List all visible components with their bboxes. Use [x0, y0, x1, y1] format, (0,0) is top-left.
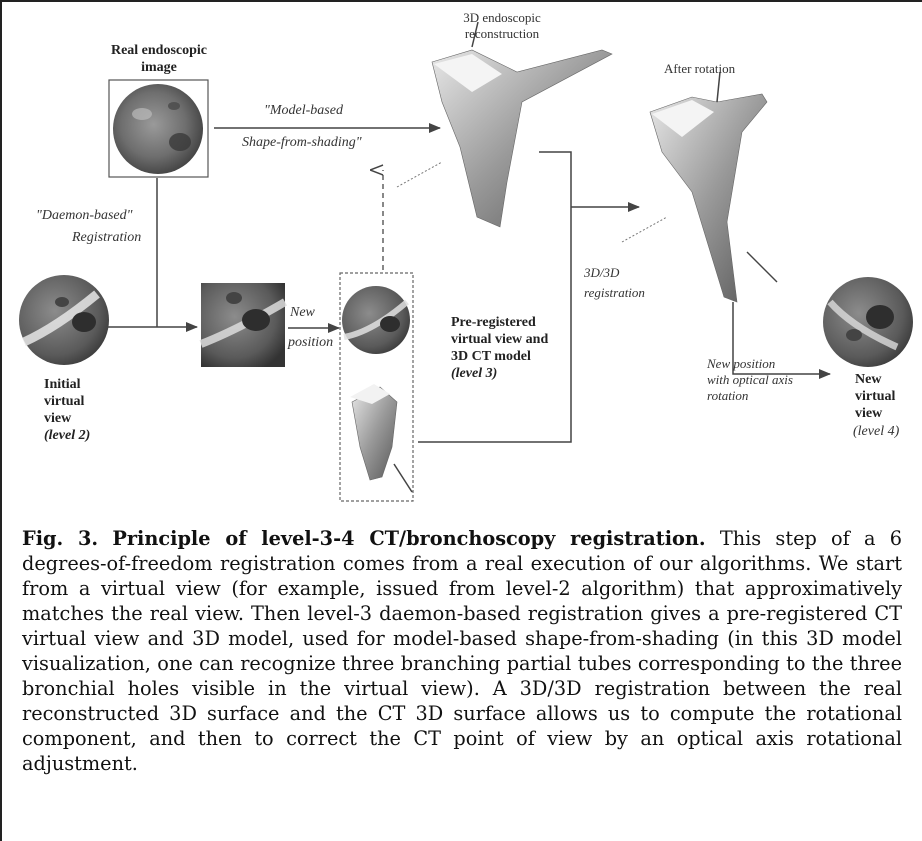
figure-diagram: Real endoscopic image 3D endoscopic reco… — [2, 2, 922, 507]
label-reconstruction: 3D endoscopic reconstruction — [442, 10, 562, 42]
label-reg33-line2: registration — [584, 284, 645, 301]
real-endoscopic-image — [113, 84, 203, 174]
figure-canvas — [2, 2, 922, 507]
new-virtual-view — [823, 277, 913, 367]
label-new-position-line1: New — [290, 304, 315, 321]
label-new-line1: New — [855, 371, 881, 388]
caption-body: This step of a 6 degrees-of-freedom regi… — [22, 527, 902, 775]
label-initial-line3: view — [44, 410, 71, 427]
caption-label: Fig. 3. — [22, 527, 98, 550]
label-newpos-rot-line3: rotation — [707, 388, 748, 403]
pre-registered-3d-model — [350, 384, 412, 492]
initial-virtual-view — [19, 275, 109, 365]
label-real-image: Real endoscopic image — [100, 42, 218, 76]
label-reg33-line1: 3D/3D — [584, 264, 619, 281]
label-new-line2: virtual — [855, 388, 895, 405]
after-rotation-3d — [622, 72, 777, 302]
pre-registered-virtual-view — [342, 286, 410, 354]
label-new-level: (level 4) — [853, 423, 899, 440]
label-newpos-rot-line1: New position — [707, 356, 775, 371]
label-daemon-line1: "Daemon-based" — [36, 207, 133, 224]
label-new-position-line2: position — [288, 334, 333, 351]
reconstruction-3d — [397, 22, 612, 227]
label-sfs-line2: Shape-from-shading" — [242, 134, 362, 151]
label-initial-line1: Initial — [44, 376, 81, 393]
label-prereg-level: (level 3) — [451, 365, 497, 382]
label-daemon-line2: Registration — [72, 229, 141, 246]
label-newpos-rot-line2: with optical axis — [707, 372, 793, 387]
label-initial-level: (level 2) — [44, 427, 90, 444]
label-initial-line2: virtual — [44, 393, 84, 410]
label-prereg-line3: 3D CT model — [451, 348, 531, 365]
figure-caption: Fig. 3. Principle of level-3-4 CT/bronch… — [22, 526, 902, 776]
label-prereg-line2: virtual view and — [451, 331, 548, 348]
caption-title: Principle of level-3-4 CT/bronchoscopy r… — [112, 527, 705, 550]
label-prereg-line1: Pre-registered — [451, 314, 536, 331]
label-after-rotation: After rotation — [664, 60, 735, 77]
label-sfs-line1: "Model-based — [264, 102, 343, 119]
registered-virtual-view — [201, 283, 285, 367]
label-new-line3: view — [855, 405, 882, 422]
